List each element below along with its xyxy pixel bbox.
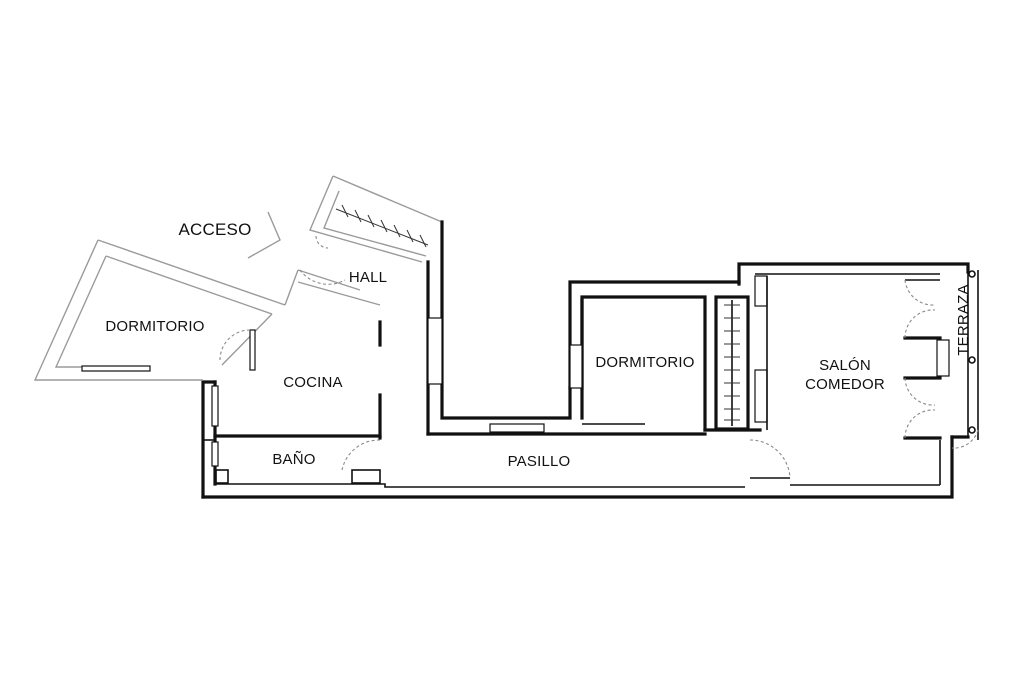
outer-walls	[201, 262, 979, 499]
kitchen-walls	[203, 269, 382, 486]
kitchen-door-jamb	[249, 329, 256, 371]
label-terraza: TERRAZA	[955, 284, 972, 355]
label-dormitorio-2: DORMITORIO	[595, 354, 694, 371]
hall-walls	[309, 175, 572, 436]
label-bano: BAÑO	[272, 451, 315, 468]
window-left	[81, 365, 151, 372]
label-cocina: COCINA	[283, 374, 343, 391]
terrace-doors	[903, 270, 976, 440]
label-acceso: ACCESO	[179, 220, 252, 239]
access-arrow-icon	[247, 211, 281, 259]
left-bedroom-walls	[33, 239, 299, 381]
label-salon: SALÓN	[819, 357, 871, 374]
bath-sink	[351, 469, 381, 484]
label-pasillo: PASILLO	[508, 453, 571, 470]
pasillo-opening	[489, 423, 545, 433]
label-hall: HALL	[349, 269, 387, 286]
label-comedor: COMEDOR	[805, 376, 885, 393]
bath-fixture	[215, 469, 229, 484]
label-dormitorio-1: DORMITORIO	[105, 318, 204, 335]
door-swings	[219, 235, 979, 479]
middle-walls	[426, 275, 768, 436]
window-hall	[427, 317, 443, 385]
